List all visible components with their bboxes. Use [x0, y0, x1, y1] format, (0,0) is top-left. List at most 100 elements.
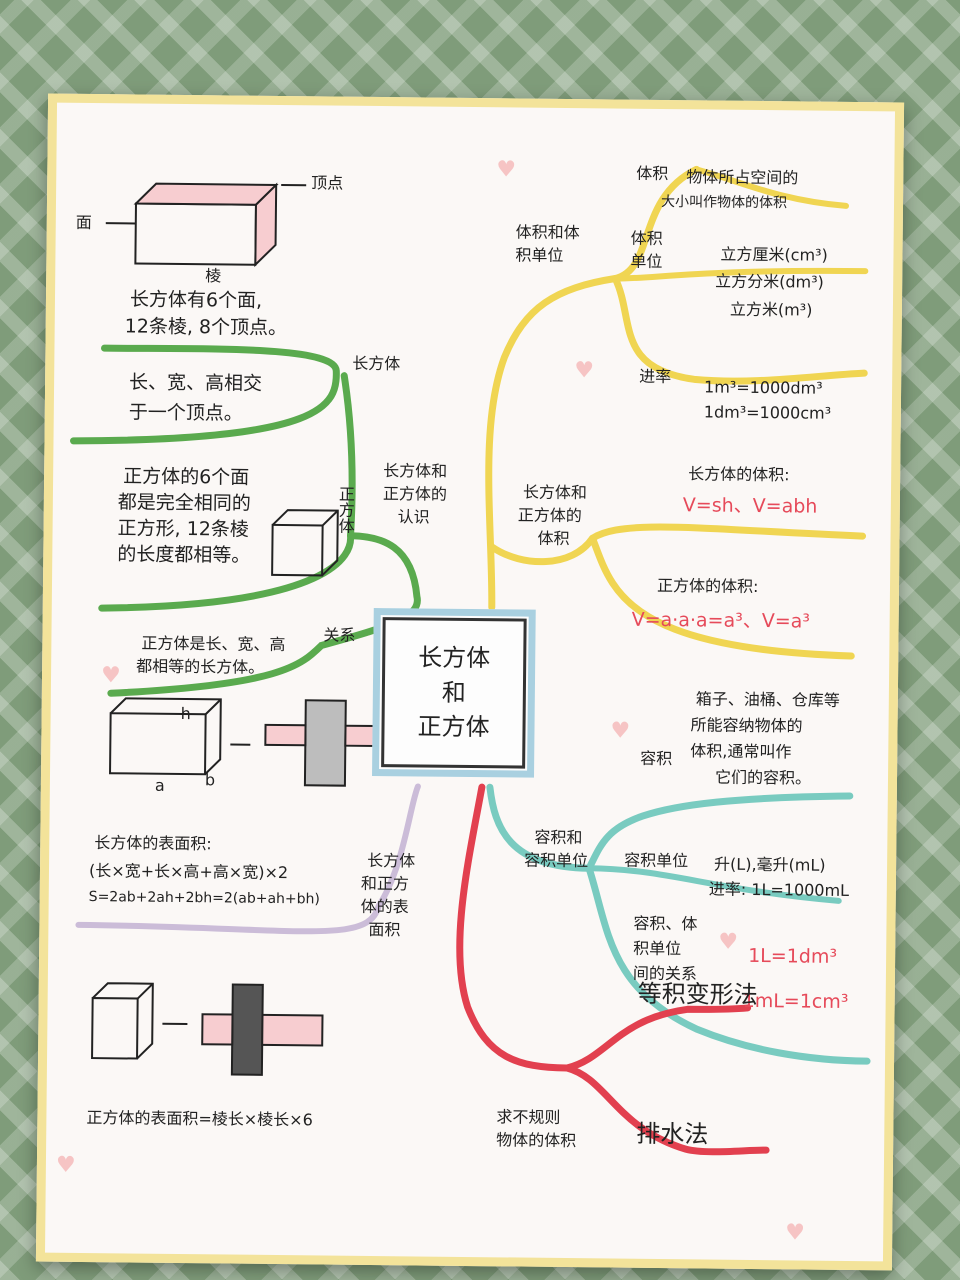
heart-decoration: ♥: [496, 157, 517, 183]
cube-desc-2: 都是完全相同的: [117, 491, 251, 515]
relation-desc-1: 正方体是长、宽、高: [141, 633, 286, 655]
vformula-title-1: 长方体和: [522, 482, 588, 503]
unit-label-2: 单位: [630, 251, 663, 271]
label-b: b: [204, 770, 216, 790]
cube-volume-formula: V=a·a·a=a³、V=a³: [631, 608, 811, 633]
yellow-branch-def: [693, 166, 850, 209]
red-branch-top: [456, 783, 752, 1072]
surface-title-4: 面积: [368, 919, 401, 940]
label-face: 面: [75, 212, 92, 233]
cuboid-desc2-1: 长、宽、高相交: [129, 371, 263, 395]
surface-title-1: 长方体: [367, 850, 416, 871]
cube-surface-formula: 正方体的表面积=棱长×棱长×6: [86, 1108, 313, 1130]
teal-branch-top: [486, 783, 854, 872]
surface-title-3: 体的表: [360, 896, 409, 917]
unit-m3: 立方米(m³): [729, 299, 813, 320]
volume-title-2: 积单位: [515, 245, 564, 265]
yellow-branch-formula-bottom: [589, 534, 855, 660]
vformula-title-3: 体积: [537, 528, 570, 549]
cuboid-desc2-2: 于一个顶点。: [128, 401, 243, 425]
heart-decoration: ♥: [785, 1220, 806, 1246]
center-line-3: 正方体: [417, 712, 490, 742]
cube-net-sketch: [91, 982, 324, 1076]
green-branch-mid: [98, 372, 356, 612]
surface-title-2: 和正方: [360, 873, 409, 894]
cube-desc-4: 的长度都相等。: [117, 543, 251, 567]
relation-2: 1mL=1cm³: [742, 989, 849, 1013]
renshi-title-2: 正方体的: [382, 484, 448, 504]
relation-desc-2: 都相等的长方体。: [136, 656, 265, 677]
cube-sketch: [271, 509, 339, 577]
capacity-def-3: 体积,通常叫作: [690, 741, 792, 762]
irregular-title-2: 物体的体积: [496, 1130, 577, 1151]
capacity-def-4: 它们的容积。: [714, 767, 812, 788]
capacity-units: 升(L),毫升(mL): [714, 854, 826, 875]
cuboid-desc-1: 长方体有6个面,: [129, 288, 263, 312]
lilac-branch: [75, 783, 421, 935]
unit-cm3: 立方厘米(cm³): [720, 244, 828, 265]
node-relation: 关系: [323, 625, 356, 645]
rect-volume-label: 长方体的体积:: [688, 464, 790, 485]
heart-decoration: ♥: [574, 358, 595, 384]
label-edge: 棱: [205, 266, 222, 286]
heart-decoration: ♥: [55, 1152, 76, 1178]
cuboid-sketch: [105, 182, 307, 268]
heart-decoration: ♥: [100, 663, 121, 689]
rect-surface-formula-2: S=2ab+2ah+2bh=2(ab+ah+bh): [88, 889, 320, 908]
capacity-def-1: 箱子、油桶、仓库等: [695, 689, 840, 710]
relation-label-1: 容积、体: [633, 913, 698, 934]
rate-1: 1m³=1000dm³: [704, 377, 823, 398]
volume-def-2: 大小叫作物体的体积: [660, 193, 788, 212]
unit-dm3: 立方分米(dm³): [715, 271, 824, 292]
label-vertex: 顶点: [311, 173, 344, 193]
method-equal-volume: 等积变形法: [637, 979, 758, 1010]
heart-decoration: ♥: [610, 718, 631, 744]
rect-surface-label: 长方体的表面积:: [94, 833, 212, 854]
node-capacity: 容积: [640, 748, 673, 769]
branch-lines: [70, 165, 871, 1156]
node-volume: 体积: [636, 163, 669, 184]
yellow-branch-rate: [611, 274, 868, 385]
capacity-title-2: 容积单位: [524, 850, 589, 871]
label-a: a: [154, 775, 165, 795]
red-branch-bottom: [563, 1064, 770, 1156]
cube-volume-label: 正方体的体积:: [656, 575, 759, 597]
capacity-def-2: 所能容纳物体的: [690, 715, 803, 736]
renshi-title-3: 认识: [397, 507, 430, 527]
unit-label-1: 体积: [630, 228, 663, 248]
renshi-title-1: 长方体和: [383, 461, 448, 481]
center-line-1: 长方体: [418, 643, 491, 673]
irregular-title-1: 求不规则: [496, 1107, 561, 1127]
rect-volume-formula: V=sh、V=abh: [682, 494, 818, 518]
method-water-displacement: 排水法: [636, 1119, 709, 1149]
relation-label-2: 积单位: [633, 938, 682, 959]
capacity-rate: 进率: 1L=1000mL: [708, 879, 850, 900]
cuboid-desc-2: 12条棱, 8个顶点。: [124, 315, 288, 340]
vformula-title-2: 正方体的: [517, 505, 582, 526]
node-rate: 进率: [639, 366, 672, 387]
volume-title-1: 体积和体: [515, 222, 580, 243]
center-topic: 长方体 和 正方体: [372, 607, 536, 778]
capacity-unit-label: 容积单位: [624, 850, 689, 871]
teal-branch-mid: [586, 865, 842, 904]
yellow-branch-main: [485, 165, 700, 611]
green-branch-top: [70, 344, 340, 445]
heart-decoration: ♥: [718, 929, 739, 955]
teal-branch-bottom: [585, 864, 871, 1065]
yellow-branch-units: [612, 267, 869, 282]
green-branch-bottom: [107, 532, 421, 697]
volume-def-1: 物体所占空间的: [686, 167, 799, 188]
mindmap-paper: ♥ ♥ ♥ ♥ ♥ ♥ ♥ 长方体 和 正方体 面 顶点 棱 长方体有6个面, …: [35, 93, 905, 1271]
center-line-2: 和: [441, 678, 467, 707]
capacity-title-1: 容积和: [534, 827, 583, 848]
cube-desc-1: 正方体的6个面: [123, 465, 250, 489]
label-h: h: [180, 703, 191, 724]
cuboid-net-sketch: [109, 697, 377, 787]
node-cuboid: 长方体: [352, 353, 401, 374]
rate-2: 1dm³=1000cm³: [703, 402, 832, 423]
rect-surface-formula-1: (长×宽+长×高+高×宽)×2: [88, 861, 289, 883]
cube-desc-3: 正方形, 12条棱: [117, 517, 249, 541]
yellow-branch-formula-top: [488, 523, 867, 566]
node-cube: 正方体: [335, 485, 356, 534]
relation-1: 1L=1dm³: [748, 944, 838, 968]
